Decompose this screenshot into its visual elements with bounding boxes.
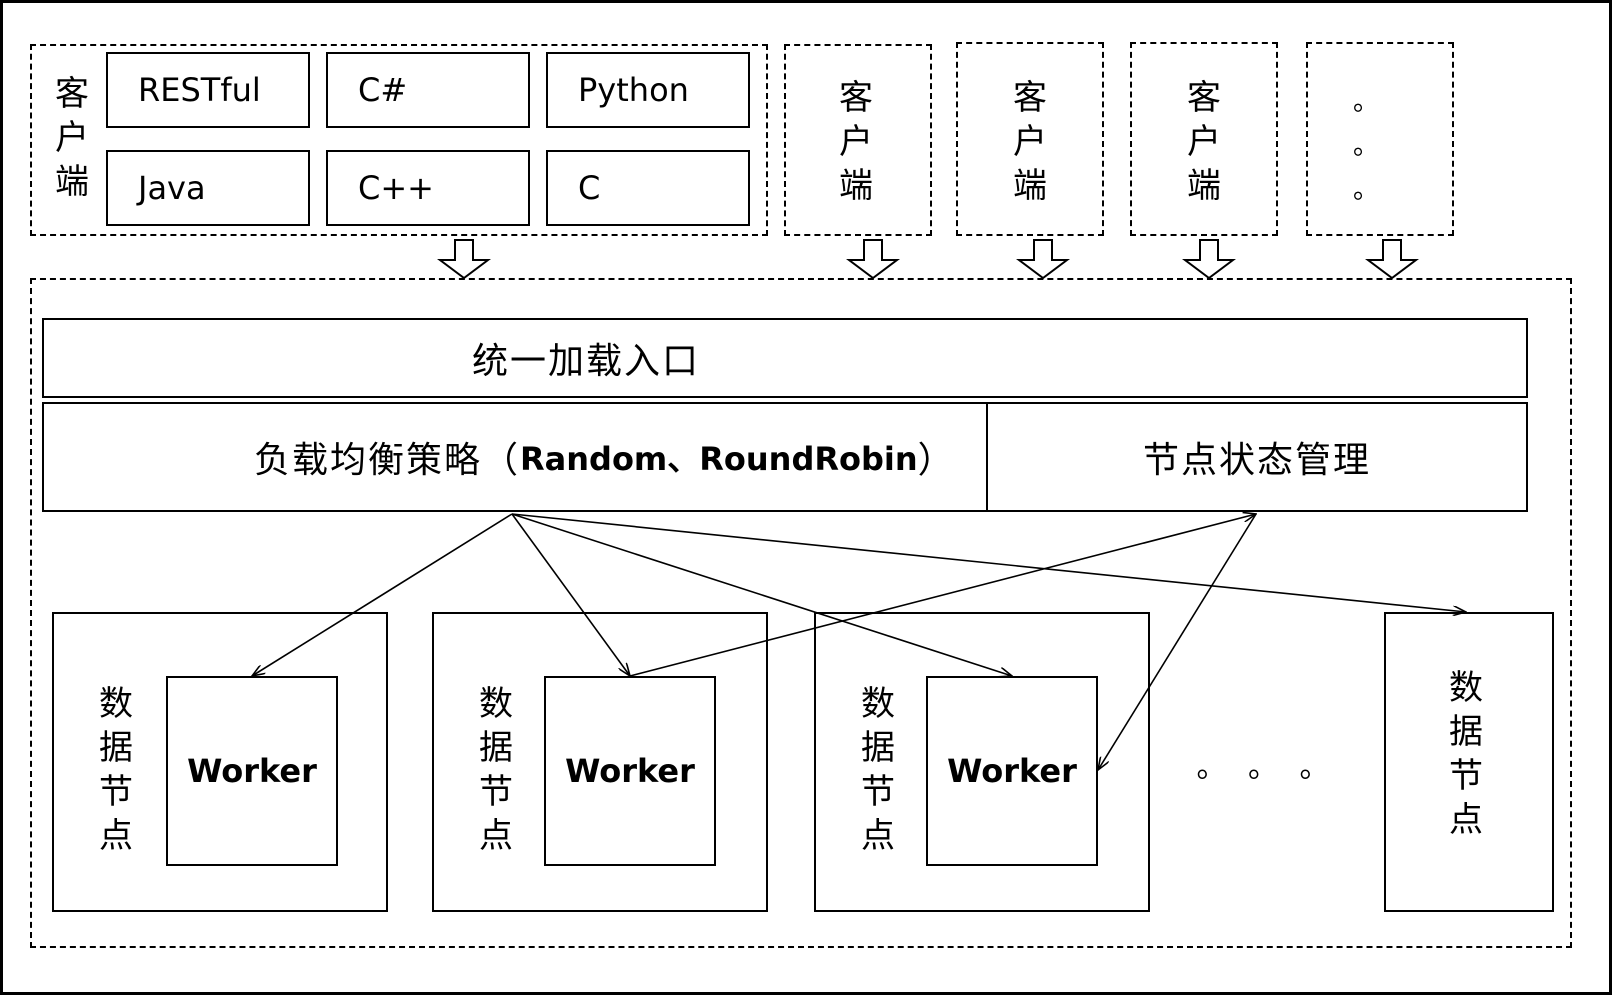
client-ellipsis: 。 。 。: [1352, 87, 1379, 205]
data-node-1: [52, 612, 388, 912]
load-balancer-policies: Random、RoundRobin: [520, 440, 918, 478]
lang-csharp: C#: [326, 52, 530, 128]
data-node-2-label: 数 据 节 点: [479, 684, 513, 856]
load-balancer-suffix: ）: [917, 440, 956, 481]
lang-python: Python: [546, 52, 750, 128]
client-group: [30, 44, 768, 236]
client-box-more: [1306, 42, 1454, 236]
worker-3: Worker: [926, 676, 1098, 866]
node-ellipsis: 。 。 。: [1196, 750, 1336, 785]
lang-cpp: C++: [326, 150, 530, 226]
client-box-2: [784, 44, 932, 236]
client-label: 客 户 端: [55, 74, 89, 202]
client-box-3: [956, 42, 1104, 236]
lang-restful: RESTful: [106, 52, 310, 128]
data-node-4-label: 数 据 节 点: [1449, 668, 1483, 840]
client-label-2: 客 户 端: [839, 78, 873, 206]
lang-c: C: [546, 150, 750, 226]
client-label-3: 客 户 端: [1013, 78, 1047, 206]
worker-1: Worker: [166, 676, 338, 866]
data-node-4: [1384, 612, 1554, 912]
client-box-4: [1130, 42, 1278, 236]
data-node-1-label: 数 据 节 点: [99, 684, 133, 856]
node-state-manager: 节点状态管理: [986, 402, 1528, 512]
lang-java: Java: [106, 150, 310, 226]
worker-2: Worker: [544, 676, 716, 866]
load-balancer: 负载均衡策略（Random、RoundRobin）: [42, 402, 988, 512]
load-balancer-prefix: 负载均衡策略（: [254, 440, 521, 481]
client-label-4: 客 户 端: [1187, 78, 1221, 206]
data-node-3-label: 数 据 节 点: [861, 684, 895, 856]
server-region: [30, 278, 1572, 948]
unified-entry: 统一加载入口: [42, 318, 1528, 398]
